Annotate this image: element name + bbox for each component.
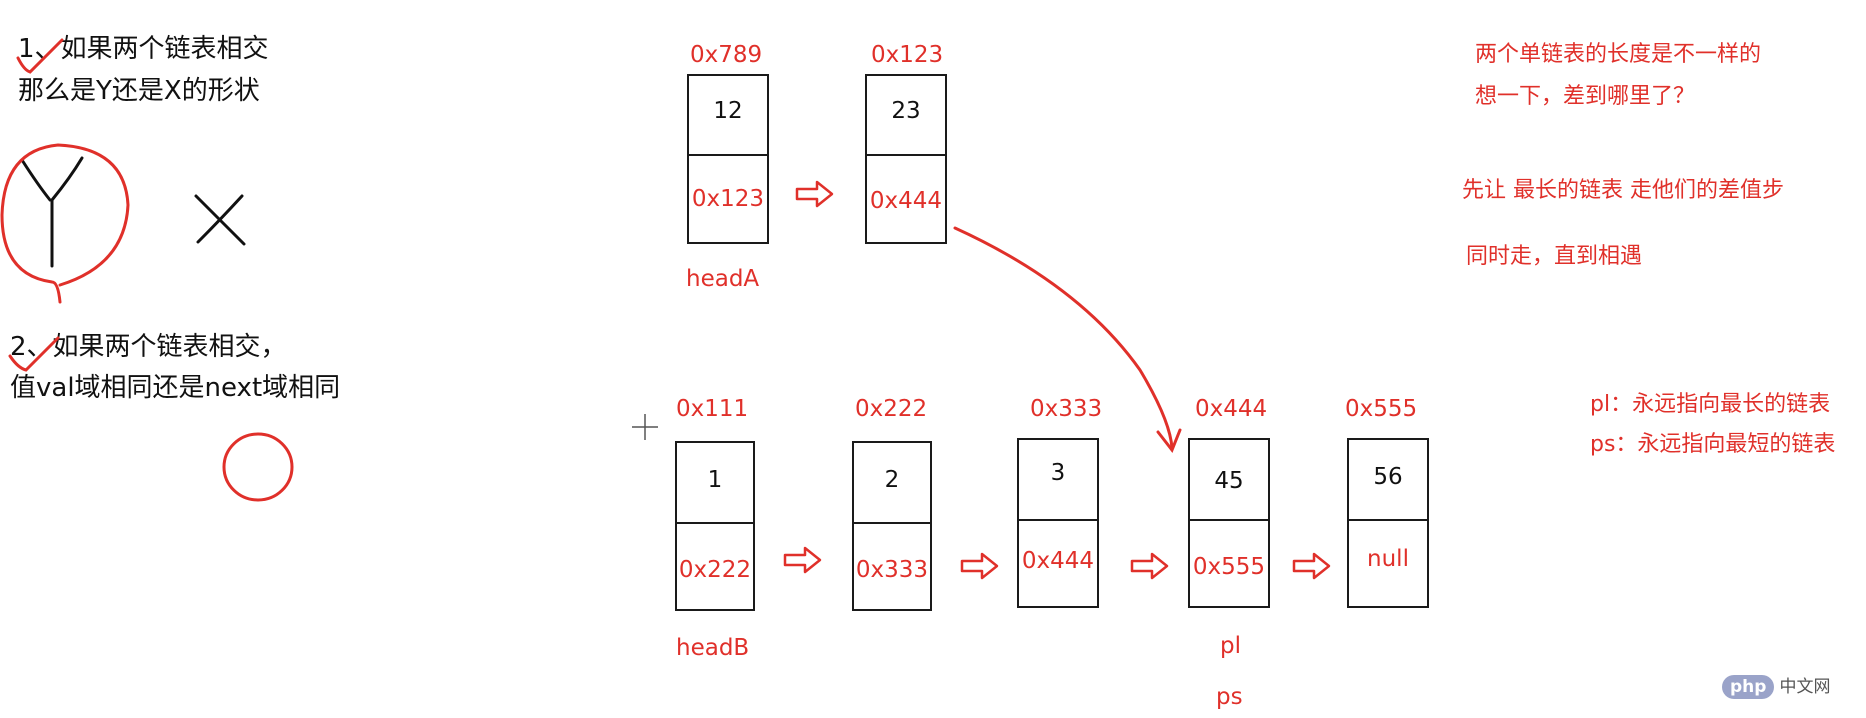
node-b1-value: 2 xyxy=(884,467,900,493)
question-1-line-1: 1、如果两个链表相交 xyxy=(18,34,269,64)
note-think-difference: 想一下，差到哪里了？ xyxy=(1475,84,1696,109)
node-b3-address: 0x444 xyxy=(1195,396,1268,422)
intersection-curve-arrow xyxy=(953,226,1174,450)
x-shape-sketch xyxy=(190,190,250,254)
question-2-line-2: 值val域相同还是next域相同 xyxy=(10,373,341,403)
node-b2-value: 3 xyxy=(1050,460,1066,486)
node-b2-next: 0x444 xyxy=(1021,548,1095,574)
question-2-line-1: 2、如果两个链表相交， xyxy=(10,332,287,362)
node-a1-value: 23 xyxy=(891,98,921,124)
node-b4-next: null xyxy=(1367,546,1409,572)
node-b2-address: 0x333 xyxy=(1030,396,1103,422)
note-length-differs: 两个单链表的长度是不一样的 xyxy=(1475,42,1762,67)
watermark-text: 中文网 xyxy=(1779,677,1831,697)
arrow-b0-b1-icon xyxy=(783,546,822,574)
node-b3-next: 0x555 xyxy=(1192,554,1266,580)
head-b-label: headB xyxy=(676,635,750,661)
node-a0-value: 12 xyxy=(713,98,743,124)
node-a1-address: 0x123 xyxy=(871,42,944,68)
checkmark-1-icon xyxy=(16,38,64,74)
arrow-b2-b3-icon xyxy=(1130,552,1169,580)
node-b1-next: 0x333 xyxy=(855,557,929,583)
y-shape-sketch xyxy=(0,140,140,274)
pointer-ps-label: ps xyxy=(1216,684,1243,710)
node-b0-address: 0x111 xyxy=(676,396,749,422)
node-b0-value: 1 xyxy=(707,467,723,493)
arrow-b1-b2-icon xyxy=(960,552,999,580)
node-b0-next: 0x222 xyxy=(678,557,752,583)
note-pl-description: pl：永远指向最长的链表 xyxy=(1590,392,1831,417)
question-1-line-2: 那么是Y还是X的形状 xyxy=(18,76,260,106)
node-b3-value: 45 xyxy=(1214,468,1244,494)
y-shape-drawing xyxy=(20,156,84,268)
intersection-arrowhead-icon xyxy=(1156,428,1182,453)
arrow-a0-a1-icon xyxy=(795,180,834,208)
node-b1-address: 0x222 xyxy=(855,396,928,422)
note-walk-together: 同时走，直到相遇 xyxy=(1466,244,1643,269)
node-a1-next: 0x444 xyxy=(869,188,943,214)
x-shape-drawing xyxy=(194,194,246,246)
node-b4-address: 0x555 xyxy=(1345,396,1418,422)
node-b4-value: 56 xyxy=(1373,464,1403,490)
crosshair-cursor-icon xyxy=(632,414,658,440)
y-circle-annotation xyxy=(0,143,130,304)
head-a-label: headA xyxy=(686,266,760,292)
pointer-pl-label: pl xyxy=(1220,633,1241,659)
watermark-badge: php xyxy=(1722,675,1775,699)
node-a0-address: 0x789 xyxy=(690,42,763,68)
node-a0-next: 0x123 xyxy=(691,186,765,212)
watermark: php 中文网 xyxy=(1722,672,1831,699)
next-circle-annotation xyxy=(222,432,294,502)
arrow-b3-b4-icon xyxy=(1292,552,1331,580)
note-longer-first: 先让 最长的链表 走他们的差值步 xyxy=(1462,178,1784,203)
note-ps-description: ps：永远指向最短的链表 xyxy=(1590,432,1836,457)
checkmark-2-icon xyxy=(8,336,60,372)
